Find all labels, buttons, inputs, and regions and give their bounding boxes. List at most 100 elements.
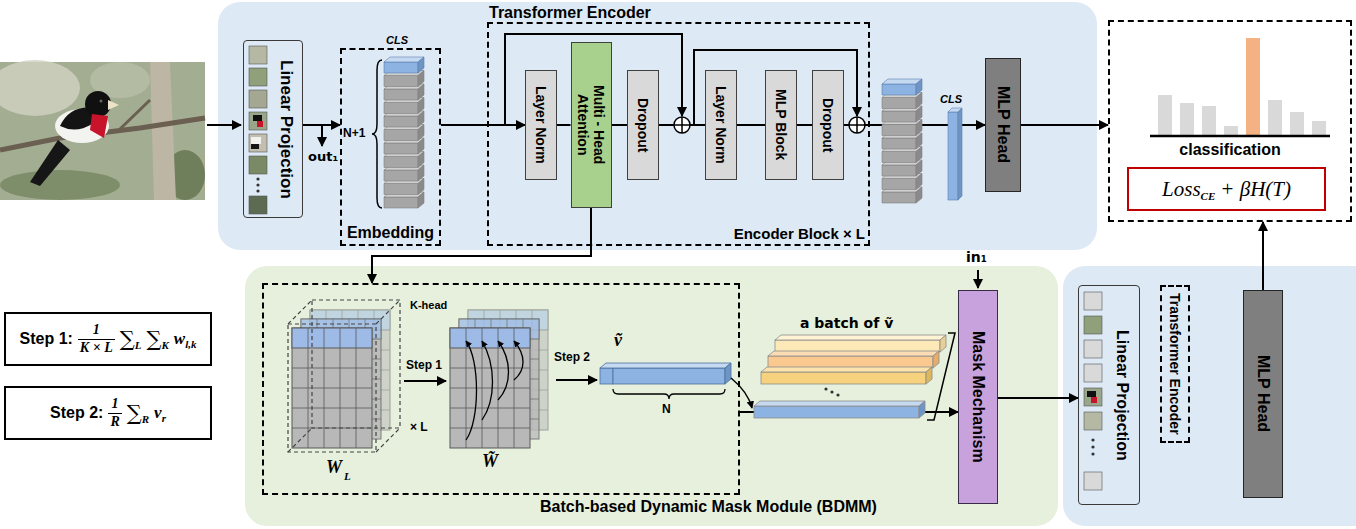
batch-bracket <box>927 333 955 420</box>
mlp-block-box: MLP Block <box>765 70 797 180</box>
connector <box>1021 124 1108 126</box>
node-text: W <box>326 457 342 478</box>
node-text: N <box>662 403 671 417</box>
vit-panel <box>218 2 1097 250</box>
token-label: CLS <box>940 93 962 106</box>
patch-thumbnails <box>253 115 262 121</box>
formula-term: ∑L <box>120 329 142 350</box>
node-text: N+1 <box>343 127 365 141</box>
embedding-stack <box>384 57 424 208</box>
score-vector <box>613 368 725 384</box>
averaged-cube <box>466 341 523 440</box>
node-text: Linear Projection <box>276 60 296 199</box>
attention-cube <box>292 328 372 448</box>
node-text: L <box>344 470 351 483</box>
vector-batch <box>933 351 939 368</box>
patch-thumbnails <box>249 46 267 214</box>
node-text: Step 2 <box>554 351 590 365</box>
patch-thumbnails <box>249 134 267 152</box>
vector-batch <box>775 335 946 340</box>
vector-batch <box>775 340 940 352</box>
loss-formula-box: LossCE+ βH(T) <box>1127 167 1326 211</box>
formula-term: LossCE <box>1162 177 1215 201</box>
node-text: K <box>161 339 168 352</box>
count-brace <box>372 60 382 208</box>
node-text: r <box>162 412 166 425</box>
add-symbol <box>849 117 865 133</box>
vector-batch <box>824 387 827 390</box>
bar-chart <box>1268 100 1282 135</box>
vector-batch <box>754 401 925 406</box>
averaged-cube <box>466 341 477 440</box>
node-text: Batch-based Dynamic Mask Module (BDMM) <box>540 498 877 516</box>
embedding-stack <box>384 57 424 73</box>
mlp-head-box: MLP Head <box>985 58 1021 192</box>
masked-thumbnails <box>1091 445 1094 448</box>
patch-thumbnails <box>249 46 267 64</box>
connector <box>998 397 1078 399</box>
node-text: Dropout <box>635 98 651 152</box>
node-text: CLS <box>386 34 408 47</box>
input-tap-label: in₁ <box>966 249 987 265</box>
averaged-cube <box>482 341 493 420</box>
formula-term: ∑R <box>127 403 149 424</box>
node-text: L <box>135 339 142 352</box>
masked-thumbnails <box>1084 292 1102 490</box>
formula-box: Step 2:1R∑Rvr <box>4 386 212 440</box>
node-text: l,k <box>185 338 196 351</box>
node-text: Layer Norm <box>713 86 729 164</box>
node-text: Embedding <box>342 224 439 242</box>
connector <box>797 124 812 126</box>
masked-thumbnails <box>1084 292 1102 310</box>
patch-thumbnails <box>249 112 267 130</box>
step-arrow <box>404 380 446 382</box>
bird-photo <box>0 60 205 200</box>
formula-term: vr <box>154 403 166 423</box>
masked-thumbnails <box>1084 388 1102 406</box>
node-text: R <box>108 413 121 430</box>
attention-box: Multi - Head Attention <box>571 42 612 208</box>
averaged-cube <box>450 310 548 448</box>
node-text: K × L <box>78 339 115 356</box>
score-vector <box>600 368 613 384</box>
masked-thumbnails <box>1087 391 1096 397</box>
vector-batch <box>836 393 839 396</box>
bdmm-panel-fill <box>245 266 1058 526</box>
connector <box>1262 222 1264 290</box>
averaged-cube <box>514 341 523 380</box>
node-text: Loss <box>1162 177 1201 201</box>
bird-photo <box>0 60 80 116</box>
connector <box>303 124 340 126</box>
connector <box>441 124 525 126</box>
dropout-box: Dropout <box>812 70 844 180</box>
bar-chart <box>1150 135 1330 138</box>
node-text: 1 <box>93 322 100 338</box>
bar-chart <box>1312 121 1326 135</box>
bar-chart <box>1158 95 1172 135</box>
linear-projection-box: Linear Projection <box>1078 285 1140 505</box>
patch-thumbnails <box>256 189 259 192</box>
node-text: w <box>174 329 185 349</box>
cls-vector <box>958 108 962 200</box>
tap-arrow <box>977 270 979 288</box>
step-arrow <box>556 379 597 381</box>
vector-batch <box>768 351 939 356</box>
score-vector <box>600 363 731 384</box>
tap-arrow <box>321 126 323 146</box>
bird-photo <box>30 140 70 186</box>
batch-label: a batch of ṽ <box>800 315 893 331</box>
layer-norm-box: Layer Norm <box>705 70 737 180</box>
masked-thumbnails <box>1084 472 1102 490</box>
masked-thumbnails <box>1091 438 1094 441</box>
vector-batch <box>940 335 946 352</box>
bar-chart <box>1224 126 1238 135</box>
attention-cube <box>288 300 400 452</box>
connector <box>737 124 765 126</box>
bird-photo <box>120 100 150 129</box>
node-text: v <box>154 403 162 423</box>
length-brace <box>613 389 725 399</box>
patch-thumbnails <box>249 156 267 174</box>
attention-cube <box>288 300 400 452</box>
node-text: MLP Head <box>994 86 1012 163</box>
attention-cube <box>288 324 376 452</box>
